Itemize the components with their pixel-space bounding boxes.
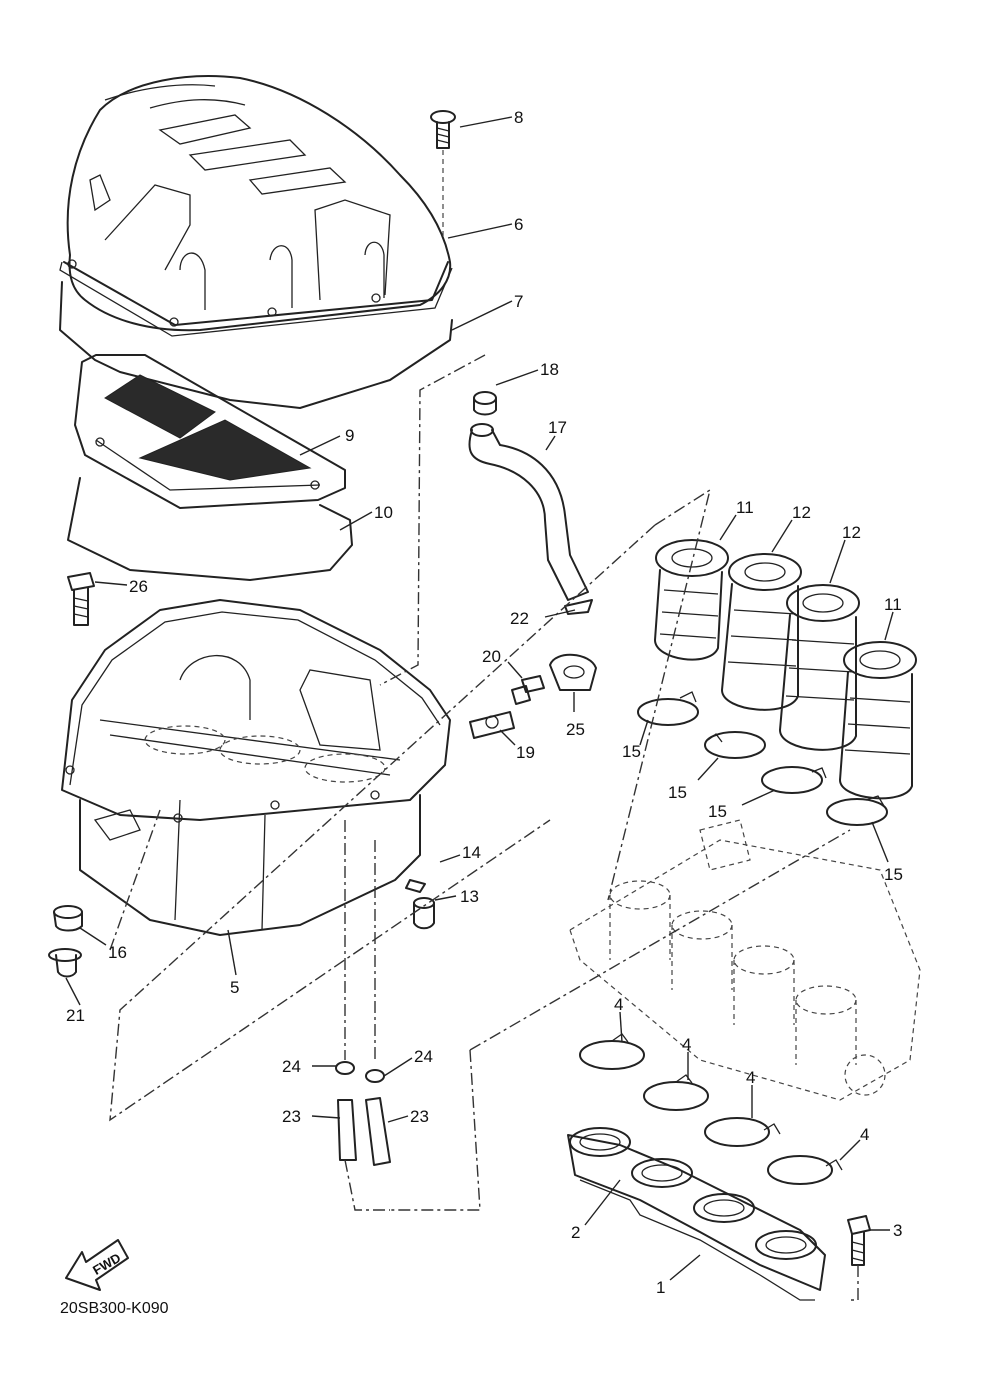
callout-24-right: 24 (414, 1047, 433, 1066)
forward-direction-arrow: FWD (65, 1239, 129, 1291)
callout-21: 21 (66, 1006, 85, 1025)
callout-4-c: 4 (746, 1068, 755, 1087)
callout-6: 6 (514, 215, 523, 234)
grommet-part-16 (53, 905, 83, 932)
holder-part-25 (549, 653, 597, 691)
callout-14: 14 (462, 843, 481, 862)
callout-8: 8 (514, 108, 523, 127)
callout-22: 22 (510, 609, 529, 628)
callout-12-right: 12 (842, 523, 861, 542)
callout-4-b: 4 (682, 1035, 691, 1054)
throttle-body-phantom (569, 819, 921, 1101)
hose-part-17 (468, 423, 589, 601)
callout-11-left: 11 (736, 498, 754, 517)
callout-18: 18 (540, 360, 559, 379)
clamp-part-15-a (637, 691, 699, 726)
clamp-part-4-a (579, 1033, 645, 1070)
air-box-cover (59, 75, 453, 337)
intake-funnel-part-11-right (839, 641, 917, 800)
assembly-phantom-lines (109, 354, 859, 1301)
callout-11-right: 11 (884, 595, 902, 614)
callout-1: 1 (656, 1278, 665, 1297)
air-box-case (61, 599, 451, 936)
callout-7: 7 (514, 292, 523, 311)
callout-24-left: 24 (282, 1057, 301, 1076)
callout-4-d: 4 (860, 1125, 869, 1144)
callout-23-right: 23 (410, 1107, 429, 1126)
clip-part-24-right (365, 1069, 385, 1083)
clamp-part-15-c (761, 766, 827, 794)
intake-funnel-part-11-left (654, 539, 729, 661)
bolt-part-20 (511, 675, 545, 705)
callout-9: 9 (345, 426, 354, 445)
clamp-part-4-b (643, 1074, 709, 1111)
callout-25: 25 (566, 720, 585, 739)
intake-joint-part-2 (567, 1127, 826, 1301)
intake-funnel-part-12-right (779, 584, 860, 751)
callout-26: 26 (129, 577, 148, 596)
callout-5: 5 (230, 978, 239, 997)
gasket-part-7 (59, 281, 453, 409)
clamp-part-15-d (826, 795, 888, 826)
callout-10: 10 (374, 503, 393, 522)
hose-part-23-right (365, 1097, 391, 1166)
callout-2: 2 (571, 1223, 580, 1242)
drawing-code: 20SB300-K090 (60, 1300, 169, 1317)
callout-12-left: 12 (792, 503, 811, 522)
callout-19: 19 (516, 743, 535, 762)
plug-part-21 (48, 948, 82, 978)
callout-15-b: 15 (668, 783, 687, 802)
hose-part-23-left (337, 1099, 357, 1161)
air-filter-element (74, 354, 346, 509)
callout-3: 3 (893, 1221, 902, 1240)
callout-15-d: 15 (884, 865, 903, 884)
bolt-part-3 (847, 1215, 871, 1266)
callout-23-left: 23 (282, 1107, 301, 1126)
callout-4-a: 4 (614, 995, 623, 1014)
clip-part-24-left (335, 1061, 355, 1075)
callout-15-a: 15 (622, 742, 641, 761)
callout-16: 16 (108, 943, 127, 962)
clamp-part-4-c (704, 1117, 781, 1147)
clamp-part-18 (473, 391, 497, 416)
screw-part-8 (430, 110, 456, 240)
callout-13: 13 (460, 887, 479, 906)
filter-gasket-part-10 (67, 477, 353, 581)
callout-numbers: 8 6 7 18 17 9 10 26 22 11 12 12 11 20 25… (66, 108, 903, 1297)
bolt-part-26 (67, 572, 95, 626)
callout-leaders (65, 116, 894, 1281)
callout-20: 20 (482, 647, 501, 666)
callout-15-c: 15 (708, 802, 727, 821)
clamp-part-15-b (704, 731, 766, 759)
callout-17: 17 (548, 418, 567, 437)
fitting-part-19 (469, 711, 515, 739)
clamp-part-4-d (767, 1155, 843, 1185)
hose-part-13 (413, 897, 435, 930)
clip-part-14 (405, 879, 426, 893)
